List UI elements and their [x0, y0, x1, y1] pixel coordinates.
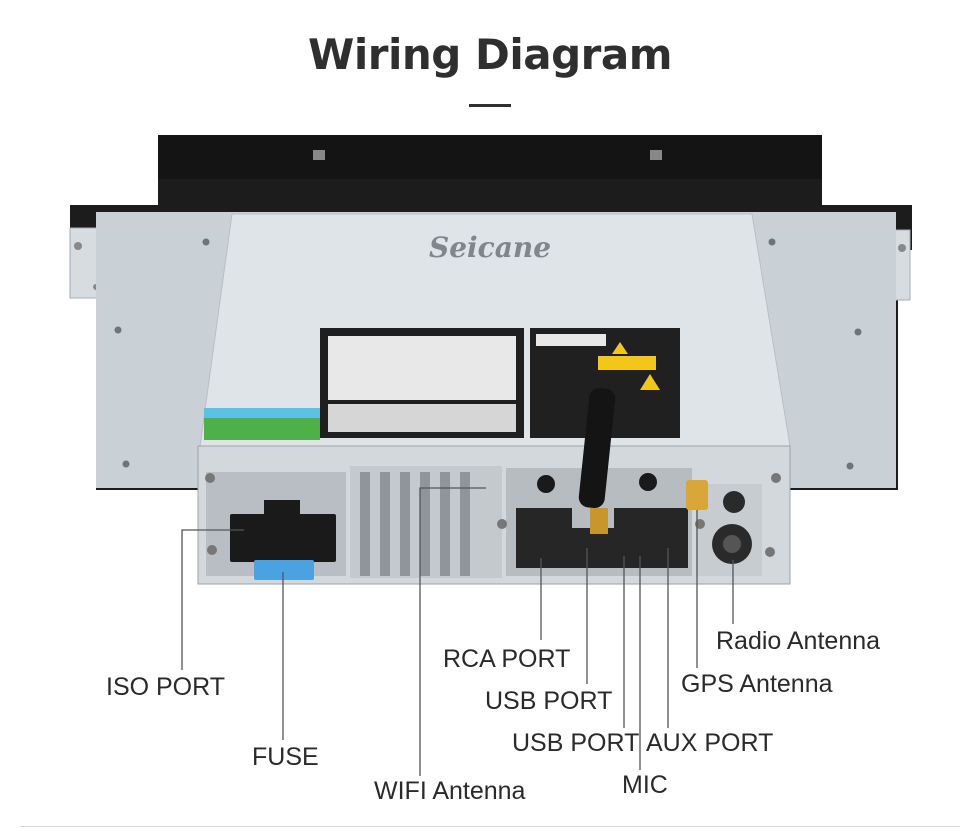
port-connector-block	[566, 528, 622, 568]
label-iso-port: ISO PORT	[106, 673, 226, 701]
vent-slot	[400, 472, 410, 576]
vent-slot	[380, 472, 390, 576]
iso-connector	[230, 514, 336, 562]
brand-logo: Seicane	[429, 231, 551, 264]
port-connector-block	[614, 508, 654, 568]
vent-slot	[420, 472, 430, 576]
leader-wifi-antenna	[419, 487, 486, 776]
vent-slot	[440, 472, 450, 576]
label-usb-port-1: USB PORT	[485, 687, 613, 715]
title-underline	[469, 104, 511, 107]
label-radio-antenna: Radio Antenna	[716, 627, 881, 655]
label-usb-port-2: USB PORT	[512, 729, 640, 757]
label-aux-port: AUX PORT	[646, 729, 774, 757]
page-title: Wiring Diagram	[308, 30, 672, 79]
label-fuse: FUSE	[252, 743, 319, 771]
label-wifi-antenna: WIFI Antenna	[374, 777, 526, 805]
port-connector-block	[516, 508, 572, 568]
label-rca-port: RCA PORT	[443, 645, 571, 673]
wifi-antenna	[578, 387, 616, 509]
fuse-holder	[254, 560, 314, 580]
label-gps-antenna: GPS Antenna	[681, 670, 833, 698]
leader-iso-port	[181, 529, 244, 670]
vent-slot	[460, 472, 470, 576]
vent-slot	[360, 472, 370, 576]
gps-connector	[686, 480, 708, 510]
bottom-divider	[20, 826, 960, 827]
front-frame-top-bar	[158, 135, 822, 179]
label-mic: MIC	[622, 771, 668, 799]
